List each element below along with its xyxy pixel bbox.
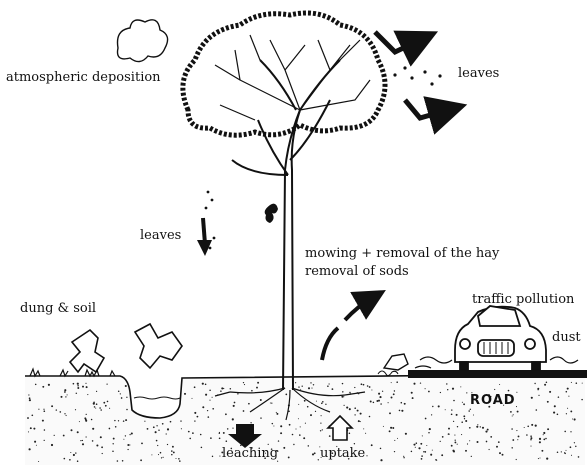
dung-soil-icon [70, 324, 182, 372]
label-mowing: mowing + removal of the hay [305, 246, 499, 262]
ivy-on-trunk [265, 204, 278, 223]
label-dung-soil: dung & soil [20, 301, 96, 317]
leaves-down-arrow-icon [197, 191, 215, 256]
tree-trunk [232, 60, 340, 390]
label-road: ROAD [470, 393, 516, 409]
falling-leaf-fragments [393, 66, 441, 85]
mowing-removal-arrow-icon [322, 298, 372, 360]
label-traffic-pollution: traffic pollution [472, 292, 574, 308]
label-leaves-top: leaves [458, 66, 499, 82]
road-surface [408, 370, 587, 378]
label-leaves-left: leaves [140, 228, 181, 244]
label-dust: dust [552, 330, 581, 346]
label-removal-sods: removal of sods [305, 264, 409, 280]
label-leaching: leaching [222, 446, 278, 462]
car-icon [455, 306, 546, 370]
roadside-dust-icon [384, 354, 408, 370]
label-atmospheric-deposition: atmospheric deposition [6, 70, 161, 86]
label-uptake: uptake [320, 446, 365, 462]
ditch-water [134, 397, 180, 399]
tree-crown [183, 13, 385, 135]
grass-tufts [30, 369, 115, 376]
soil [25, 372, 585, 465]
atmospheric-deposition-cloud-icon [118, 20, 168, 62]
